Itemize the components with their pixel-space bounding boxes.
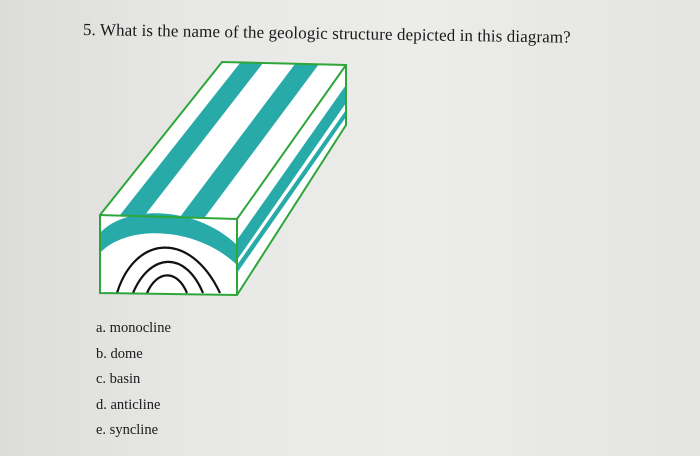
front-band-outer — [100, 213, 237, 265]
front-arc-1 — [115, 246, 221, 294]
top-band-1 — [120, 63, 263, 215]
side-band-1 — [237, 85, 346, 260]
geologic-block-diagram — [99, 60, 347, 297]
top-band-2 — [180, 64, 319, 217]
front-arc-3 — [145, 274, 189, 294]
option-d[interactable]: d. anticline — [96, 396, 161, 413]
option-b[interactable]: b. dome — [96, 345, 143, 362]
side-band-2 — [237, 110, 346, 273]
question-text: 5. What is the name of the geologic stru… — [82, 20, 571, 47]
option-a[interactable]: a. monocline — [96, 320, 171, 336]
option-c[interactable]: c. basin — [96, 371, 141, 387]
answer-options: a. monocline b. dome c. basin d. anticli… — [96, 316, 171, 444]
option-e[interactable]: e. syncline — [96, 422, 159, 438]
front-arc-2 — [131, 260, 205, 294]
